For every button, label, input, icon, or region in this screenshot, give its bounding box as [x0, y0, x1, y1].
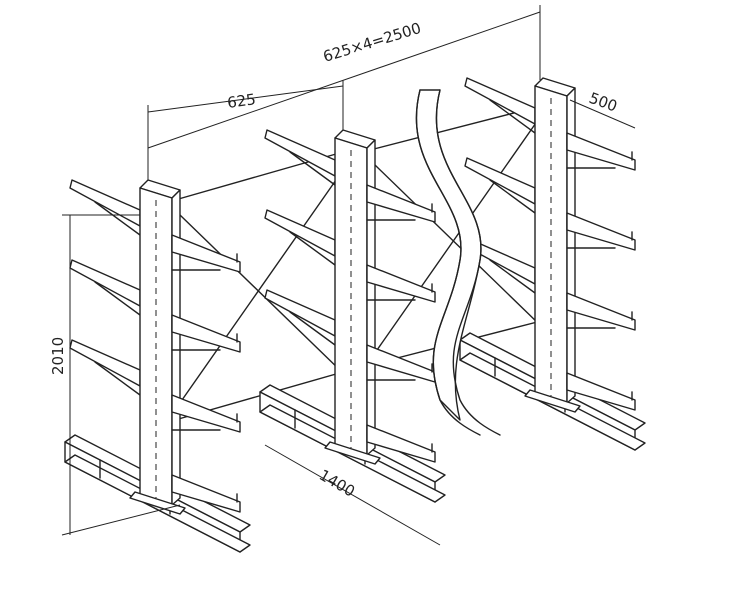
dimension-bay-length: 625: [226, 90, 257, 112]
dimension-base-length: 1400: [316, 466, 358, 501]
dimension-arm-length: 500: [587, 89, 620, 116]
upright-column-2: [259, 129, 446, 503]
upright-column-3: [459, 77, 646, 451]
break-lines: [415, 89, 501, 436]
dimension-total-length: 625×4=2500: [321, 19, 423, 66]
dimension-height: 2010: [49, 337, 67, 375]
upright-column-1: [64, 179, 251, 553]
dimension-lines: [61, 5, 636, 546]
